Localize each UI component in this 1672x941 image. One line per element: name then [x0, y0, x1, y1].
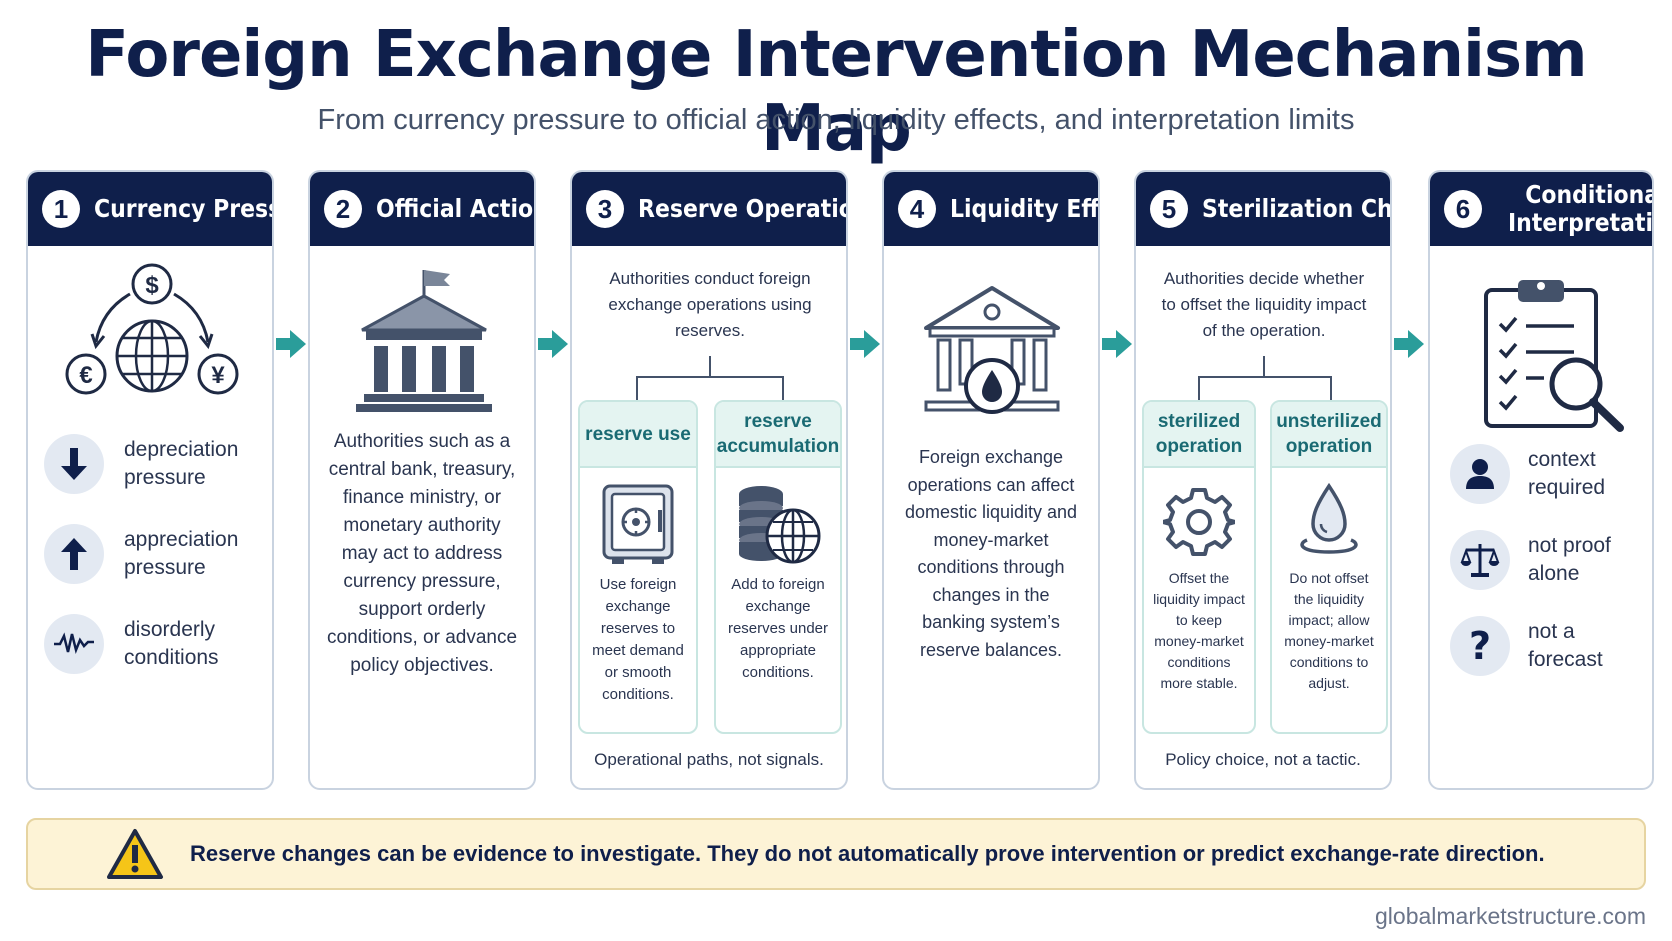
yen-symbol: ¥: [211, 362, 225, 389]
step-number-3: 3: [586, 190, 624, 228]
euro-symbol: €: [79, 362, 92, 389]
gear-icon: [1163, 488, 1235, 556]
safe-icon: [602, 484, 674, 564]
step-label-2: Official Action: [376, 194, 536, 223]
arrow-right-icon: [850, 330, 880, 358]
warning-text: Reserve changes can be evidence to inves…: [190, 841, 1545, 866]
warning-banner: Reserve changes can be evidence to inves…: [26, 818, 1646, 890]
step-card-4: 4 Liquidity Effect Foreign exchangeopera…: [882, 170, 1100, 790]
step-card-1: 1 Currency Pressure $ € ¥ depreciationpr…: [26, 170, 274, 790]
step-3-footer: Operational paths, not signals.: [594, 750, 824, 769]
website-link[interactable]: globalmarketstructure.com: [1375, 903, 1646, 929]
step-header-1: 1 Currency Pressure: [28, 172, 272, 246]
arrow-down-icon: [44, 434, 104, 494]
step-number-2: 2: [324, 190, 362, 228]
currency-globe-icon: $ € ¥: [65, 263, 239, 395]
water-drop-icon: [1300, 482, 1358, 554]
step-number-1: 1: [42, 190, 80, 228]
arrow-right-icon: [538, 330, 568, 358]
arrow-right-icon: [1102, 330, 1132, 358]
person-icon: [1450, 444, 1510, 504]
arrow-up-icon: [44, 524, 104, 584]
step-number-6: 6: [1444, 190, 1482, 228]
step-header-4: 4 Liquidity Effect: [884, 172, 1098, 246]
step-label-4: Liquidity Effect: [950, 194, 1100, 223]
page-subtitle: From currency pressure to official actio…: [317, 104, 1355, 136]
coins-globe-icon: [739, 486, 821, 564]
step-number-5: 5: [1150, 190, 1188, 228]
step-card-3: 3 Reserve Operation Authorities conduct …: [570, 170, 848, 790]
step-card-6: 6 ConditionalInterpretation contextrequi…: [1428, 170, 1654, 790]
bank-liquidity-icon: [924, 286, 1060, 414]
step-card-5: 5 Sterilization Choice Authorities decid…: [1134, 170, 1392, 790]
warning-icon: [107, 829, 163, 879]
wave-icon: [44, 614, 104, 674]
branch-head: reserve use: [580, 402, 696, 468]
step-header-3: 3 Reserve Operation: [572, 172, 846, 246]
step-label-6: ConditionalInterpretation: [1508, 180, 1654, 237]
step-header-2: 2 Official Action: [310, 172, 534, 246]
step-label-3: Reserve Operation: [638, 194, 848, 223]
arrow-right-icon: [1394, 330, 1424, 358]
scale-icon: [1450, 530, 1510, 590]
step-5-footer: Policy choice, not a tactic.: [1165, 750, 1361, 769]
arrow-right-icon: [276, 330, 306, 358]
step-label-5: Sterilization Choice: [1202, 194, 1392, 223]
question-icon: ?: [1450, 616, 1510, 676]
step-number-4: 4: [898, 190, 936, 228]
clipboard-magnifier-icon: [1484, 280, 1624, 432]
step-header-5: 5 Sterilization Choice: [1136, 172, 1390, 246]
step-header-6: 6 ConditionalInterpretation: [1430, 172, 1652, 246]
page-title: Foreign Exchange Intervention Mechanism …: [85, 18, 1587, 166]
step-label-1: Currency Pressure: [94, 194, 272, 223]
government-building-icon: [356, 270, 492, 412]
dollar-symbol: $: [145, 272, 159, 299]
